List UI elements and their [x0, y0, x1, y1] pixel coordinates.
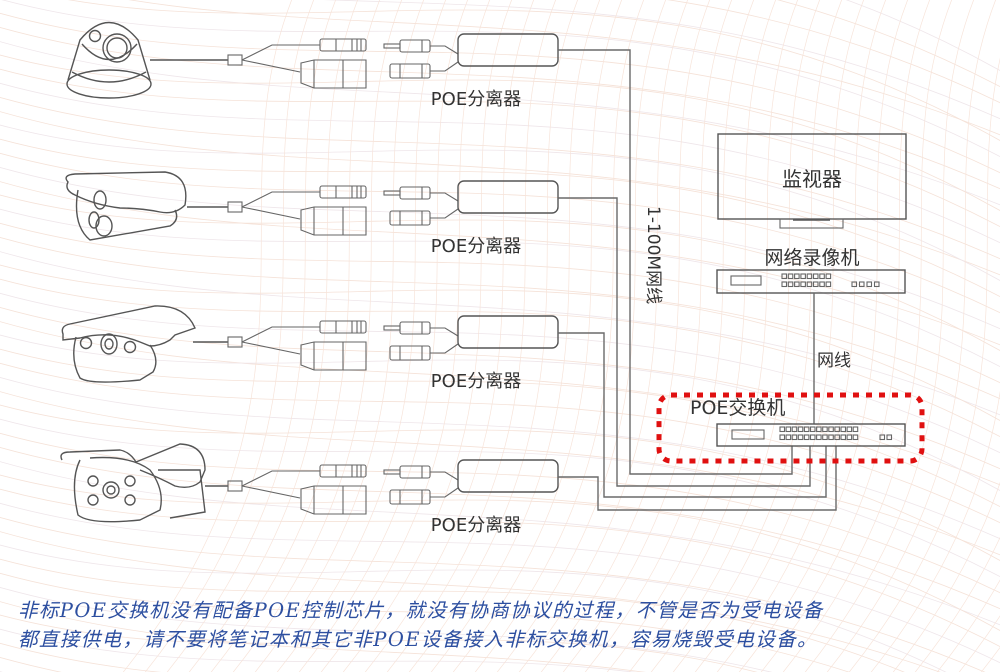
port-icon	[851, 281, 858, 288]
port-icon	[866, 281, 873, 288]
port-icon	[828, 426, 834, 433]
network-cable	[558, 197, 811, 487]
poe-splitter-label: POE分离器	[431, 371, 521, 392]
rj45-connector-icon	[300, 59, 367, 89]
port-icon	[873, 281, 880, 288]
monitor-label: 监视器	[782, 167, 842, 191]
port-icon	[846, 426, 853, 433]
port-icon	[800, 281, 806, 288]
port-icon	[819, 273, 825, 280]
port-icon	[822, 434, 828, 441]
poe-splitter-label: POE分离器	[431, 236, 521, 257]
port-icon	[800, 273, 806, 280]
monitor-icon	[717, 133, 907, 229]
camera-row-2: POE分离器	[227, 180, 811, 487]
nvr-device-icon	[716, 269, 906, 294]
port-icon	[816, 426, 822, 433]
port-icon	[816, 434, 822, 441]
port-icon	[803, 426, 810, 433]
port-icon	[852, 426, 859, 433]
port-icon	[779, 434, 786, 441]
bullet-camera-icon	[65, 171, 228, 241]
port-icon	[785, 426, 792, 433]
rj45-connector-icon	[300, 206, 367, 236]
network-cable	[558, 49, 793, 475]
port-icon	[809, 426, 816, 433]
port-icon	[781, 281, 788, 288]
poe-splitter-icon	[383, 33, 559, 79]
port-icon	[825, 273, 832, 280]
warning-note-line-2: 都直接供电，请不要将笔记本和其它非POE设备接入非标交换机，容易烧毁受电设备。	[18, 628, 818, 651]
dc-plug-icon	[319, 38, 367, 52]
port-icon	[879, 434, 886, 441]
bullet-camera-3led-icon	[61, 305, 228, 383]
pigtail-coupler-icon	[227, 201, 243, 213]
network-cable	[558, 446, 837, 511]
port-icon	[886, 434, 893, 441]
pigtail-coupler-icon	[227, 54, 243, 66]
uplink-cable-label: 网线	[817, 351, 851, 371]
pigtail-coupler-icon	[227, 480, 243, 492]
port-icon	[812, 281, 819, 288]
port-icon	[797, 426, 804, 433]
poe-switch-icon	[716, 423, 906, 447]
port-icon	[846, 434, 853, 441]
poe-splitter-icon	[383, 459, 559, 505]
dc-plug-icon	[319, 185, 367, 199]
pigtail-coupler-icon	[227, 336, 243, 348]
warning-note: 非标POE交换机没有配备POE控制芯片，就没有协商协议的过程，不管是否为受电设备…	[18, 596, 993, 654]
port-icon	[791, 426, 798, 433]
port-icon	[791, 434, 798, 441]
port-icon	[809, 434, 816, 441]
poe-splitter-label: POE分离器	[431, 515, 521, 536]
camera-row-4: POE分离器	[227, 446, 837, 536]
port-icon	[828, 434, 834, 441]
network-cable	[558, 332, 827, 498]
poe-splitter-icon	[383, 315, 559, 361]
switch-highlight-box	[656, 392, 925, 464]
port-icon	[812, 273, 819, 280]
poe-switch-label: POE交换机	[690, 397, 785, 419]
dc-plug-icon	[319, 464, 367, 478]
warning-note-line-1: 非标POE交换机没有配备POE控制芯片，就没有协商协议的过程，不管是否为受电设备	[18, 599, 824, 622]
poe-splitter-label: POE分离器	[431, 89, 521, 110]
port-icon	[781, 273, 788, 280]
camera-row-3: POE分离器	[227, 315, 827, 498]
port-icon	[806, 281, 813, 288]
port-icon	[794, 281, 800, 288]
port-icon	[797, 434, 804, 441]
port-icon	[840, 434, 847, 441]
dome-camera-icon	[66, 22, 152, 99]
nvr-label: 网络录像机	[764, 247, 859, 269]
rj45-connector-icon	[300, 341, 367, 371]
port-icon	[803, 434, 810, 441]
port-icon	[787, 281, 794, 288]
port-icon	[806, 273, 813, 280]
port-icon	[822, 426, 828, 433]
bullet-camera-5led-icon	[60, 443, 228, 523]
port-icon	[852, 434, 859, 441]
port-icon	[840, 426, 847, 433]
port-icon	[779, 426, 786, 433]
poe-splitter-icon	[383, 180, 559, 226]
port-icon	[819, 281, 825, 288]
port-icon	[834, 426, 840, 433]
camera-row-1: POE分离器	[150, 33, 793, 475]
port-icon	[785, 434, 792, 441]
port-icon	[834, 434, 840, 441]
cable-spec-label: 1-100M网线	[643, 206, 663, 304]
port-icon	[825, 281, 832, 288]
dc-plug-icon	[319, 320, 367, 334]
rj45-connector-icon	[300, 485, 367, 515]
port-icon	[787, 273, 794, 280]
port-icon	[794, 273, 800, 280]
port-icon	[858, 281, 865, 288]
